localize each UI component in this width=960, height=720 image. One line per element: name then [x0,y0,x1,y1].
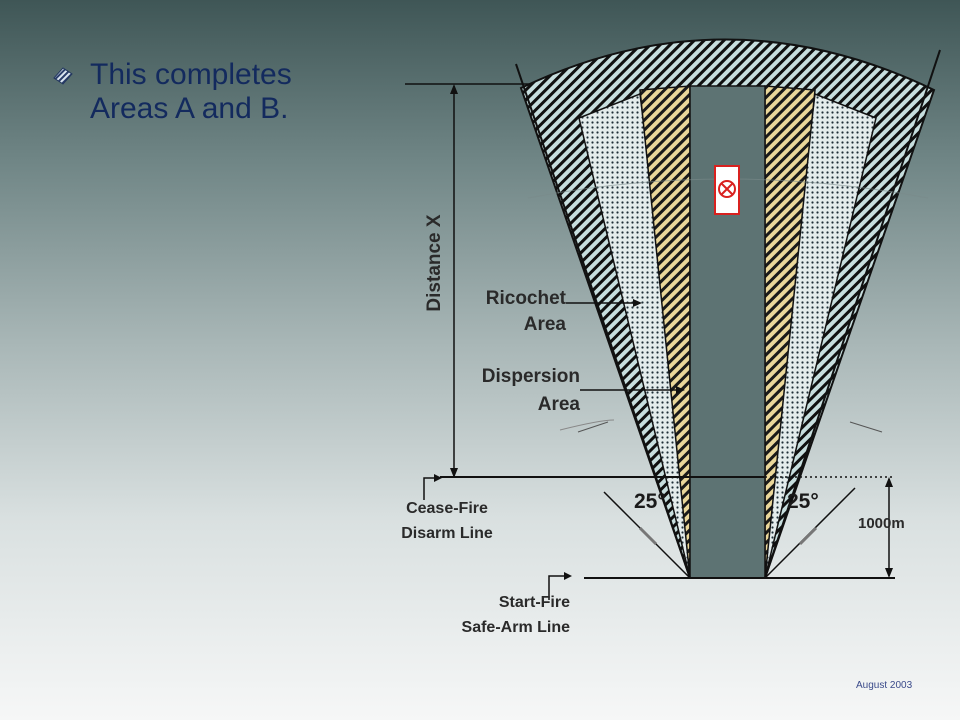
bullet-text: This completes Areas A and B. [90,58,292,125]
distance-1000m-label: 1000m [858,515,905,532]
fan-line-right [764,49,941,579]
cease-fire-label-line2: Disarm Line [401,525,493,542]
angle-label-right: 25° [787,490,819,513]
angle-mark-left [638,526,658,546]
start-fire-label-line2: Safe-Arm Line [461,619,570,636]
central-channel [689,85,766,579]
dimension-1000m-arrow-bottom [885,568,893,578]
arc-mark-lower [559,419,615,431]
start-fire-label-line1: Start-Fire [498,594,570,611]
ricochet-label-line2: Area [523,314,566,335]
dimension-1000m-arrow-top [885,477,893,487]
cease-fire-callout [423,477,436,500]
cease-fire-callout-arrow [434,474,442,482]
bullet-point: This completes Areas A and B. [52,58,350,126]
bullet-icon [53,67,73,85]
ricochet-leader-arrow [633,299,642,307]
dispersion-leader-arrow [676,386,685,394]
dispersion-label-line2: Area [537,394,580,415]
distance-x-arrow-bottom [450,468,458,478]
cease-fire-label-line1: Cease-Fire [406,500,488,517]
tick-left [577,421,609,433]
dispersion-label-line1: Dispersion [481,366,580,387]
distance-x-label: Distance X [424,214,445,312]
fan-line-left [515,63,691,579]
angle-mark-right [798,526,818,546]
angle-label-left: 25° [634,490,666,513]
tick-right [849,421,883,433]
target-icon [714,165,740,215]
footer-date: August 2003 [856,680,913,691]
start-fire-callout [548,575,566,600]
ricochet-label-line1: Ricochet [485,288,566,309]
distance-x-arrow-top [450,84,458,94]
start-fire-callout-arrow [564,572,572,580]
